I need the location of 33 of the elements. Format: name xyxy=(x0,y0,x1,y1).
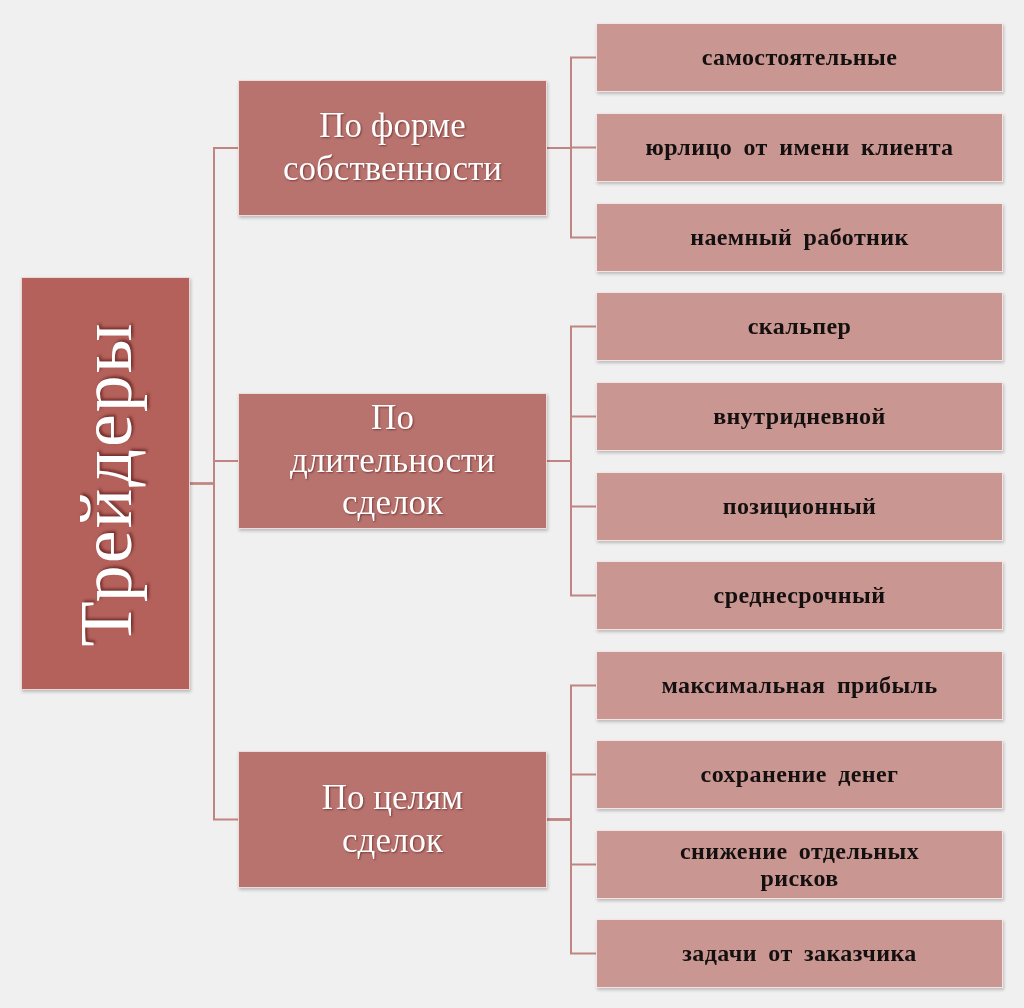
type-box xyxy=(596,919,1003,988)
type-box xyxy=(596,292,1003,361)
connector-line xyxy=(189,482,239,821)
type-label: сохранение денег xyxy=(700,761,899,788)
type-label: позиционный xyxy=(722,493,877,520)
root-box xyxy=(21,277,190,690)
type-box xyxy=(596,23,1003,92)
type-box xyxy=(596,561,1003,630)
type-box xyxy=(596,382,1003,451)
type-label: снижение отдельных рисков xyxy=(678,838,921,891)
type-label: юрлицо от имени клиента xyxy=(645,134,954,161)
type-box xyxy=(596,740,1003,809)
type-label: самостоятельные xyxy=(701,44,898,71)
connector-line xyxy=(546,147,597,239)
type-label: наемный работник xyxy=(690,224,909,251)
type-label: скальпер xyxy=(747,313,852,340)
type-label: среднесрочный xyxy=(713,582,886,609)
connector-line xyxy=(546,818,597,955)
category-box xyxy=(238,751,547,888)
category-label: По длительности сделок xyxy=(289,396,496,525)
category-label: По целям сделок xyxy=(320,776,465,862)
connector-line xyxy=(546,460,597,597)
type-box xyxy=(596,113,1003,182)
type-box xyxy=(596,651,1003,720)
type-label: максимальная прибыль xyxy=(661,672,938,699)
type-box xyxy=(596,830,1003,899)
type-label: задачи от заказчика xyxy=(682,940,917,967)
type-box xyxy=(596,472,1003,541)
category-box xyxy=(238,80,547,216)
category-box xyxy=(238,393,547,529)
type-label: внутридневной xyxy=(713,403,886,430)
category-label: По форме собственности xyxy=(282,105,503,190)
type-box xyxy=(596,203,1003,272)
